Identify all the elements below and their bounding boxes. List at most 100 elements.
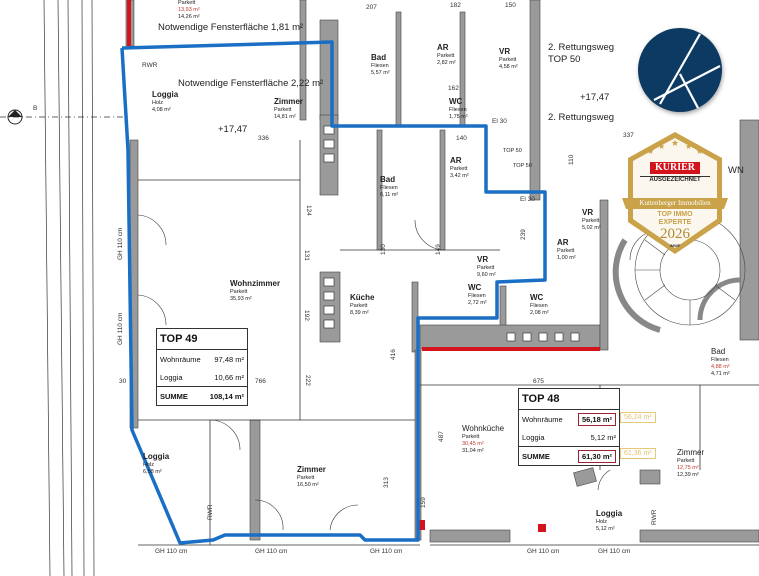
svg-text:VR: VR bbox=[477, 255, 488, 264]
svg-text:GH 110 cm: GH 110 cm bbox=[598, 548, 630, 555]
apartment-outline bbox=[120, 40, 547, 545]
elevation-label: +17,47 bbox=[580, 92, 609, 103]
svg-text:31,04 m²: 31,04 m² bbox=[462, 448, 484, 454]
row-label: Loggia bbox=[522, 432, 545, 442]
svg-text:Parkett: Parkett bbox=[437, 53, 455, 59]
room-area: 14,26 m² bbox=[178, 14, 200, 20]
svg-text:159: 159 bbox=[420, 497, 427, 508]
logo-mark-icon bbox=[653, 33, 721, 109]
svg-text:337: 337 bbox=[623, 132, 634, 139]
svg-text:AR: AR bbox=[450, 156, 462, 165]
svg-text:207: 207 bbox=[366, 4, 377, 11]
svg-text:3,42 m²: 3,42 m² bbox=[450, 173, 469, 179]
svg-text:675: 675 bbox=[533, 378, 544, 385]
window-area-note: Notwendige Fensterfläche 1,81 m² bbox=[158, 22, 303, 33]
svg-text:30,45 m²: 30,45 m² bbox=[462, 441, 484, 447]
star-icons: ★★★★★ bbox=[647, 138, 703, 156]
svg-text:182: 182 bbox=[450, 2, 461, 9]
svg-text:★: ★ bbox=[647, 147, 654, 156]
svg-text:4,58 m²: 4,58 m² bbox=[499, 64, 518, 70]
room-area-red: 13,93 m² bbox=[178, 7, 200, 13]
svg-text:16,50 m²: 16,50 m² bbox=[297, 482, 319, 488]
svg-text:1,75 m²: 1,75 m² bbox=[449, 114, 468, 120]
svg-text:WC: WC bbox=[530, 293, 544, 302]
room-floor: Parkett bbox=[178, 0, 196, 6]
svg-text:2,82 m²: 2,82 m² bbox=[437, 60, 456, 66]
svg-text:35,93 m²: 35,93 m² bbox=[230, 296, 252, 302]
svg-text:★: ★ bbox=[671, 138, 679, 148]
rwr-label: RWR bbox=[207, 504, 214, 520]
svg-text:Fliesen: Fliesen bbox=[380, 185, 398, 191]
svg-text:VR: VR bbox=[582, 208, 593, 217]
svg-text:192: 192 bbox=[303, 310, 310, 321]
svg-text:5,57 m²: 5,57 m² bbox=[371, 70, 390, 76]
svg-text:Fliesen: Fliesen bbox=[530, 303, 548, 309]
axis-label: B bbox=[33, 105, 37, 112]
svg-text:Zimmer: Zimmer bbox=[677, 448, 704, 457]
svg-text:30: 30 bbox=[119, 378, 127, 385]
svg-text:140: 140 bbox=[456, 135, 467, 142]
svg-text:GH 110 cm: GH 110 cm bbox=[527, 548, 559, 555]
svg-text:AR: AR bbox=[437, 43, 449, 52]
svg-text:Parkett: Parkett bbox=[477, 265, 495, 271]
door-swings bbox=[137, 214, 661, 531]
svg-text:12,39 m²: 12,39 m² bbox=[677, 472, 699, 478]
svg-text:5,02 m²: 5,02 m² bbox=[582, 225, 601, 231]
svg-text:Fliesen: Fliesen bbox=[468, 293, 486, 299]
svg-text:222: 222 bbox=[304, 375, 311, 386]
svg-text:Parkett: Parkett bbox=[350, 303, 368, 309]
svg-text:12,75 m²: 12,75 m² bbox=[677, 465, 699, 471]
svg-text:416: 416 bbox=[390, 349, 397, 360]
elevation-label: +17,47 bbox=[218, 124, 247, 135]
svg-text:131: 131 bbox=[303, 250, 310, 261]
fire-rating-label: El 30 bbox=[520, 196, 535, 203]
sum-value: 61,30 m² bbox=[577, 449, 616, 463]
award-badge: ★★★★★ KURIER AUSGEZEICHNET Kuttenberger … bbox=[622, 130, 728, 256]
badge-sub: AUSGEZEICHNET bbox=[640, 176, 710, 183]
svg-text:GH 110 cm: GH 110 cm bbox=[370, 548, 402, 555]
svg-text:150: 150 bbox=[505, 2, 516, 9]
svg-text:Holz: Holz bbox=[152, 100, 163, 106]
svg-text:Parkett: Parkett bbox=[677, 458, 695, 464]
svg-text:GH 110 cm: GH 110 cm bbox=[117, 313, 124, 345]
svg-text:Bad: Bad bbox=[371, 53, 386, 62]
svg-text:Bad: Bad bbox=[711, 347, 725, 356]
table-title: TOP 49 bbox=[157, 329, 247, 350]
svg-text:WC: WC bbox=[468, 283, 482, 292]
svg-text:9,60 m²: 9,60 m² bbox=[477, 272, 496, 278]
svg-text:VR: VR bbox=[499, 47, 510, 56]
company-logo bbox=[638, 28, 722, 112]
svg-text:124: 124 bbox=[305, 205, 312, 216]
svg-text:Zimmer: Zimmer bbox=[297, 465, 326, 474]
badge-shape: ★★★★★ bbox=[622, 132, 728, 254]
escape-route-label: 2. Rettungsweg bbox=[548, 42, 614, 53]
svg-text:Loggia: Loggia bbox=[152, 90, 179, 99]
svg-text:Parkett: Parkett bbox=[450, 166, 468, 172]
svg-text:Loggia: Loggia bbox=[143, 452, 170, 461]
svg-text:313: 313 bbox=[383, 477, 390, 488]
svg-text:14,81 m²: 14,81 m² bbox=[274, 114, 296, 120]
badge-company: Kuttenberger Immobilien bbox=[639, 199, 711, 207]
svg-text:AR: AR bbox=[557, 238, 569, 247]
svg-text:Fliesen: Fliesen bbox=[711, 357, 729, 363]
svg-text:110: 110 bbox=[568, 154, 575, 165]
fire-rating-label: El 30 bbox=[492, 118, 507, 125]
svg-text:Holz: Holz bbox=[143, 462, 154, 468]
svg-text:5,12 m²: 5,12 m² bbox=[596, 526, 615, 532]
sum-label: SUMME bbox=[160, 391, 188, 401]
svg-text:162: 162 bbox=[448, 85, 459, 92]
